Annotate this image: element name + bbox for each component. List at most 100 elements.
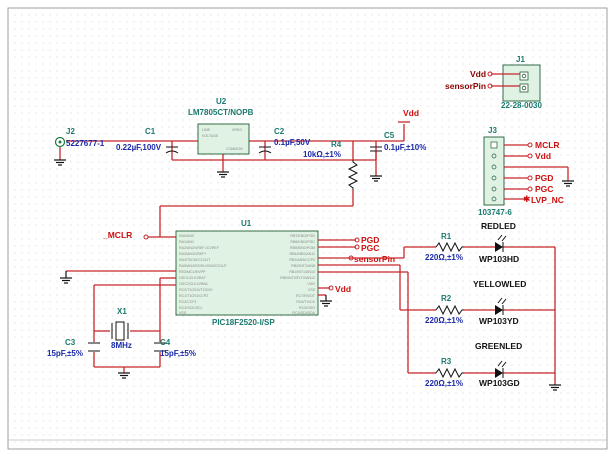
r3-value: 220Ω,±1% <box>425 379 463 388</box>
sensor-net-text: sensorPin <box>354 254 395 264</box>
led-green-part: WP103GD <box>479 378 520 388</box>
u1-right-pin-6: RB2/INT2/AN8 <box>291 264 315 268</box>
u1-left-pin-8: OSC1/CLKI/RA7 <box>179 276 206 280</box>
j3-pin-lvp: LVP_NC <box>531 195 564 205</box>
u2-pin-voltage: VOLTAGE <box>202 134 219 138</box>
power-supply-wires <box>66 124 405 238</box>
led-red-name: REDLED <box>481 221 516 231</box>
capacitor-c2: C2 0.1µF,50V <box>258 127 311 154</box>
led-green: GREENLED WP103GD <box>475 341 522 388</box>
crystal-x1: X1 8MHz <box>111 307 132 350</box>
j3-pin-pgc: PGC <box>535 184 553 194</box>
u1-right-pin-1: RB7/KBI3/PGD <box>290 234 315 238</box>
r4-value: 10kΩ,±1% <box>303 150 341 159</box>
r1-value: 220Ω,±1% <box>425 253 463 262</box>
r3-ref: R3 <box>441 357 452 366</box>
u1-left-pin-4: RA3/AN3/VREF+ <box>179 252 207 256</box>
mcu-right-wires <box>318 239 430 374</box>
j1-connector: Vdd sensorPin J1 22-28-0030 <box>445 55 542 110</box>
j3-pin-pgd: PGD <box>535 173 553 183</box>
j3-ref: J3 <box>488 126 497 135</box>
resistor-r4: R4 10kΩ,±1% <box>303 140 359 190</box>
c5-value: 0.1µF,±10% <box>384 143 426 152</box>
led-yellow-part: WP103YD <box>479 316 519 326</box>
u1-left-pin-1: RA0/AN0 <box>179 234 194 238</box>
led-red: REDLED WP103HD <box>479 221 519 264</box>
u1-left-pin-3: RA2/AN2/VREF-/CVREF <box>179 246 220 250</box>
j1-part: 22-28-0030 <box>501 101 542 110</box>
c3-ref: C3 <box>65 338 76 347</box>
j2-ref: J2 <box>66 127 75 136</box>
j3-pin-mclr: MCLR <box>535 140 560 150</box>
r2-value: 220Ω,±1% <box>425 316 463 325</box>
u1-right-pin-4: RB4/KBI0/AN11 <box>289 252 315 256</box>
j3-connector: ✱ MCLR Vdd PGD PGC LVP_NC J3 103747-6 <box>478 126 574 217</box>
u1-right-pin-11: RC7/RX/DT <box>296 294 316 298</box>
c4-value: 15pF,±5% <box>160 349 196 358</box>
u1-right-pin-7: RB1/INT1/AN10 <box>289 270 315 274</box>
c3-value: 15pF,±5% <box>47 349 83 358</box>
c2-value: 0.1µF,50V <box>274 138 311 147</box>
r1-ref: R1 <box>441 232 452 241</box>
u1-right-pin-14: RC4/SDI/SDA <box>292 311 315 315</box>
svg-text:✱: ✱ <box>523 194 531 204</box>
led-section-wires <box>430 246 561 391</box>
u1-right-pin-2: RB6/KBI2/PGC <box>290 240 315 244</box>
resistor-r1: R1 220Ω,±1% <box>425 232 464 262</box>
u1-ref: U1 <box>241 219 252 228</box>
u1-left-pin-7: RE3/MCLR/VPP <box>179 270 206 274</box>
c5-ref: C5 <box>384 131 395 140</box>
u1-left-pin-10: RC0/T1OSO/T13CKI <box>179 288 213 292</box>
u1-left-pin-14: VSS <box>179 311 187 315</box>
u1-left-pin-6: RA5/AN4/SS/HLVDIN/C2OUT <box>179 264 228 268</box>
u2-pin-common: COMMON <box>226 147 243 151</box>
pgd-net-text: PGD <box>361 235 379 245</box>
led-yellow: YELLOWLED WP103YD <box>473 279 526 326</box>
resistor-r3: R3 220Ω,±1% <box>425 357 464 388</box>
u1-left-pin-13: RC3/SCK/SCL <box>179 306 203 310</box>
j3-part: 103747-6 <box>478 208 512 217</box>
u2-pin-line: LINE <box>202 128 211 132</box>
j2-part: 5227677-1 <box>66 139 105 148</box>
capacitor-c3: C3 15pF,±5% <box>47 338 100 358</box>
capacitor-c4: C4 15pF,±5% <box>154 338 196 358</box>
sheet-border <box>7 7 608 450</box>
x1-value: 8MHz <box>111 341 132 350</box>
u1-left-pin-2: RA1/AN1 <box>179 240 194 244</box>
resistor-r2: R2 220Ω,±1% <box>425 294 464 325</box>
j1-pin-vdd: Vdd <box>470 69 486 79</box>
u2-ref: U2 <box>216 97 227 106</box>
j3-pin-vdd: Vdd <box>535 151 551 161</box>
x1-ref: X1 <box>117 307 127 316</box>
u1-right-pin-10: VSS <box>308 288 316 292</box>
led-red-part: WP103HD <box>479 254 519 264</box>
u1-part: PIC18F2520-I/SP <box>212 318 275 327</box>
j1-ref: J1 <box>516 55 525 64</box>
j1-pin-sensor: sensorPin <box>445 81 486 91</box>
u1-left-pin-11: RC1/T1OSI/CCP2 <box>179 294 208 298</box>
u1-right-pin-5: RB3/AN9/CCP2 <box>289 258 315 262</box>
ground-symbol-power <box>217 160 229 178</box>
c1-ref: C1 <box>145 127 156 136</box>
mcu-net-labels: PGD PGC sensorPin Vdd <box>320 235 395 307</box>
mcu-left-wires <box>60 270 176 379</box>
vdd-net-text: Vdd <box>403 108 419 118</box>
led-green-name: GREENLED <box>475 341 522 351</box>
mclr-net-label: _MCLR <box>102 230 149 240</box>
c2-ref: C2 <box>274 127 285 136</box>
u1-right-pin-3: RB5/KBI1/PGM <box>290 246 315 250</box>
u2-part: LM7805CT/NOPB <box>188 108 254 117</box>
pgc-net-text: PGC <box>361 243 379 253</box>
r2-ref: R2 <box>441 294 452 303</box>
mclr-net-text: _MCLR <box>102 230 132 240</box>
mcu-u1: U1 PIC18F2520-I/SP RA0/AN0 RA1/AN1 RA2/A… <box>175 219 319 327</box>
u1-right-pin-13: RC5/SDO <box>299 306 315 310</box>
regulator-u2: LINE VREG VOLTAGE COMMON U2 LM7805CT/NOP… <box>188 97 254 155</box>
r4-ref: R4 <box>331 140 342 149</box>
u2-pin-vreg: VREG <box>232 128 242 132</box>
u1-left-pin-5: RA4/T0CKI/C1OUT <box>179 258 211 262</box>
vdd-net-label: Vdd <box>398 108 419 123</box>
c4-ref: C4 <box>160 338 171 347</box>
capacitor-c1: C1 0.22µF,100V <box>116 127 179 154</box>
